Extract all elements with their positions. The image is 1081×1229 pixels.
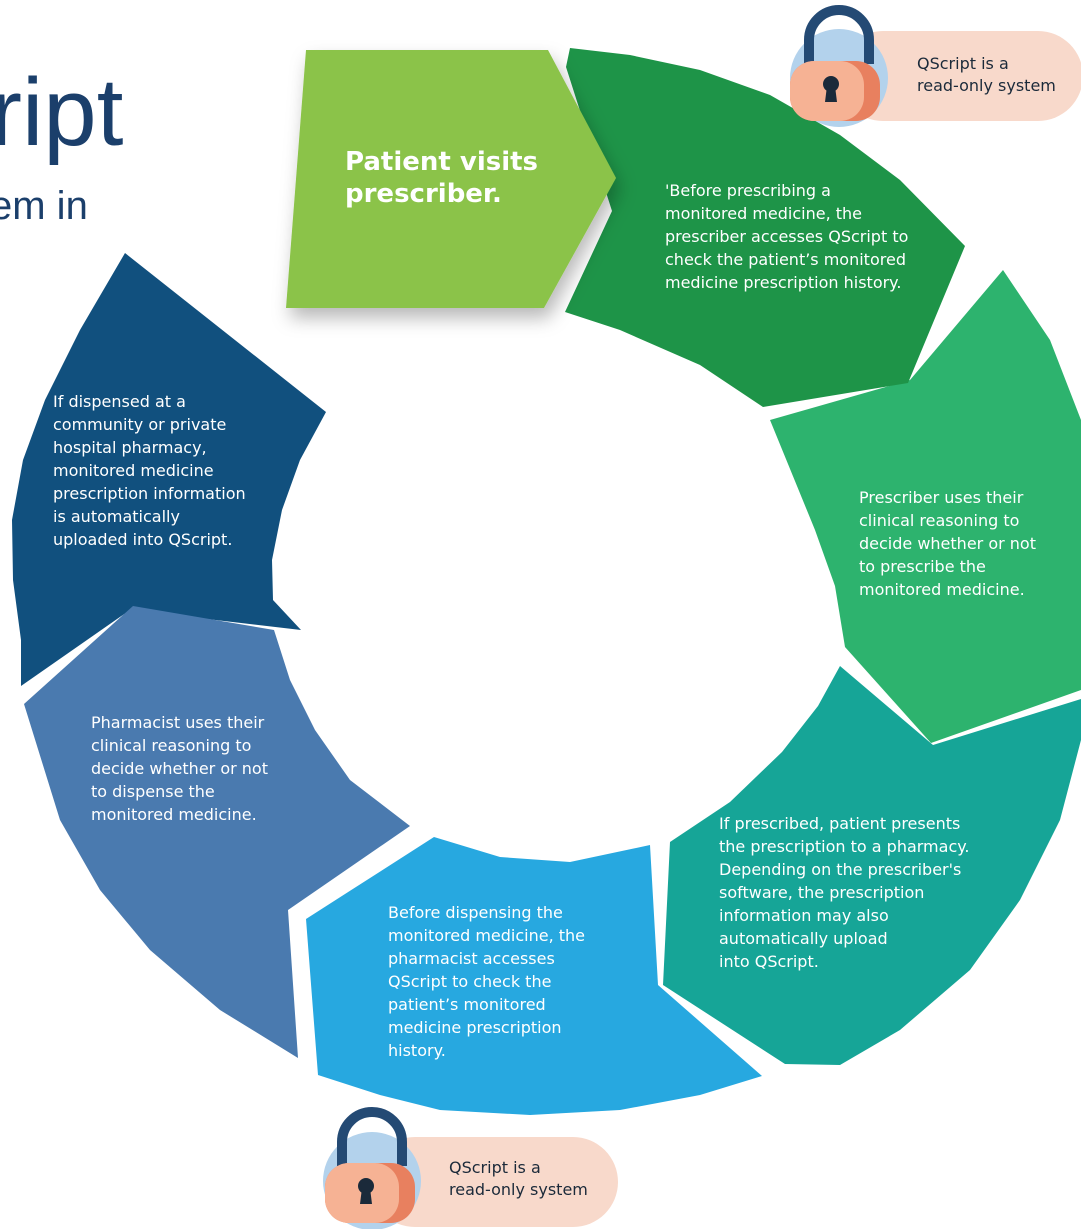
cycle-segment-1 xyxy=(565,48,965,407)
step-5-text: Pharmacist uses their clinical reasoning… xyxy=(91,713,268,824)
step-4-text: Before dispensing the monitored medicine… xyxy=(388,903,586,1060)
step-6-text: If dispensed at a community or private h… xyxy=(53,392,246,549)
lock-note-bottom xyxy=(323,1107,618,1229)
lock-note-top xyxy=(790,5,1081,127)
cycle-segment-4 xyxy=(306,837,762,1115)
cycle-segment-6 xyxy=(12,253,326,686)
note-bubble xyxy=(370,1137,618,1227)
step-3-text: If prescribed, patient presents the pres… xyxy=(719,814,970,971)
note-bubble xyxy=(838,31,1081,121)
lock-icon xyxy=(323,1107,421,1229)
lock-icon xyxy=(790,5,888,127)
step-2-text: Prescriber uses their clinical reasoning… xyxy=(859,488,1036,599)
cycle-segment-2 xyxy=(770,270,1081,743)
read-only-note-top: QScript is a read-only system xyxy=(917,54,1056,95)
start-step-label: Patient visits prescriber. xyxy=(345,147,539,209)
page-title: ript xyxy=(0,59,124,166)
cycle-segment-3 xyxy=(663,666,1081,1065)
step-1-text: 'Before prescribing a monitored medicine… xyxy=(665,181,909,292)
cycle-segment-5 xyxy=(24,606,410,1058)
page-subtitle: em in xyxy=(0,184,88,228)
read-only-note-bottom: QScript is a read-only system xyxy=(449,1158,588,1199)
start-arrow-box xyxy=(286,50,616,308)
